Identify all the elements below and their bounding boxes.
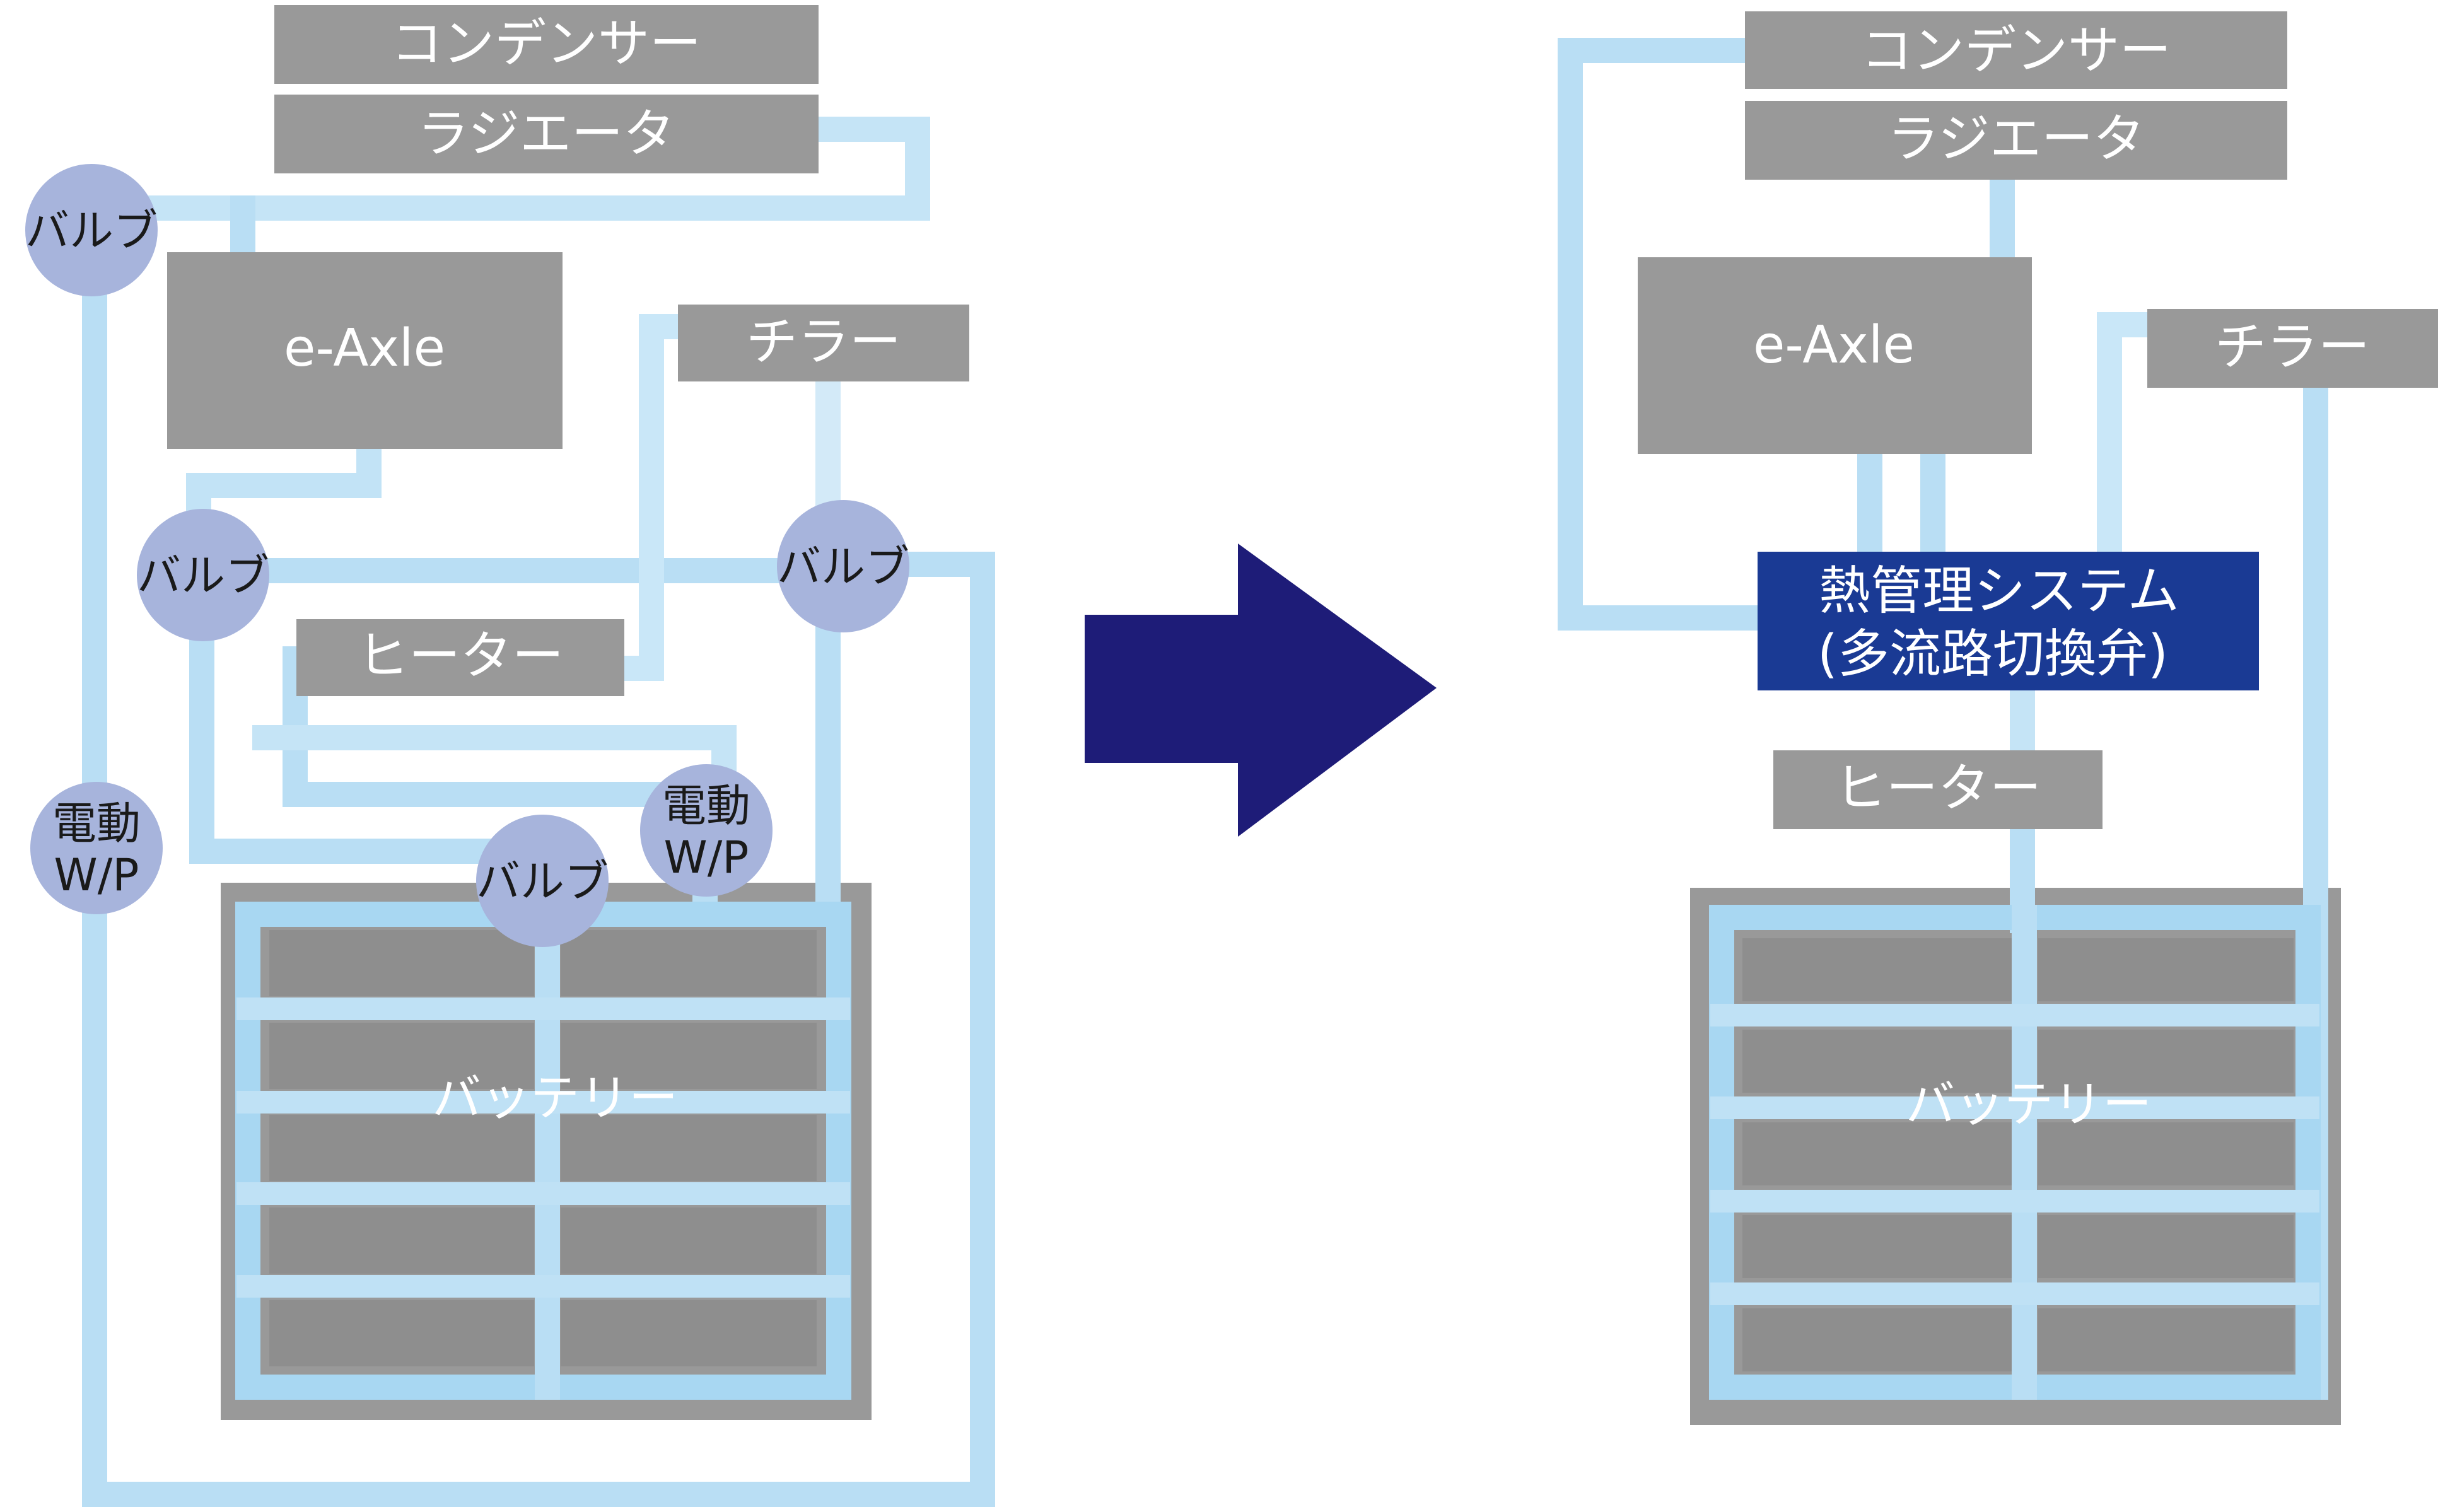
before-e-axle: e-Axle [167,252,563,449]
after-coolant-pipes [1558,38,2328,1400]
after-e-axle: e-Axle [1638,257,2032,454]
valve-label: バルブ [777,541,909,593]
after-radiator: ラジエータ [1745,101,2287,180]
before-battery-cells [269,930,817,1366]
before-heater-label: ヒーター [357,626,564,686]
pump-label-line1: 電動 [52,798,141,849]
after-battery-cells [1742,938,2294,1371]
pump-label-line2: W/P [54,849,139,901]
before-electric-water-pump-right: 電動 W/P [640,764,773,897]
valve-label: バルブ [25,205,158,257]
after-condenser-label: コンデンサー [1861,21,2171,81]
arrow-right-icon [1085,544,1437,837]
pump-label-line1: 電動 [662,780,750,832]
before-valve-right: バルブ [777,500,909,632]
after-condenser: コンデンサー [1745,11,2287,89]
before-radiator-label: ラジエータ [417,104,675,164]
after-chiller-label: チラー [2215,317,2370,377]
valve-label: バルブ [476,856,609,907]
before-radiator: ラジエータ [274,95,819,173]
before-coolant-pipes [82,117,995,1507]
after-e-axle-label: e-Axle [1753,315,1915,375]
after-radiator-label: ラジエータ [1887,109,2145,169]
after-battery-pack [1690,888,2341,1425]
after-diagram: コンデンサー ラジエータ e-Axle チラー 熱管理システム (多流路切換弁)… [1558,11,2438,1425]
before-valve-bottom: バルブ [476,815,609,947]
valve-label: バルブ [137,550,269,602]
before-chiller: チラー [678,305,969,381]
before-chiller-label: チラー [746,312,901,372]
after-battery-label: バッテリー [1906,1076,2152,1133]
after-thermal-management-system: 熱管理システム (多流路切換弁) [1758,552,2259,690]
before-valve-top-left: バルブ [25,164,158,296]
before-condenser-label: コンデンサー [391,14,701,74]
after-heater: ヒーター [1773,750,2103,829]
before-battery-label: バッテリー [432,1070,678,1127]
thermal-system-label-line1: 熱管理システム [1819,561,2179,621]
before-e-axle-label: e-Axle [284,318,445,378]
before-electric-water-pump-left: 電動 W/P [30,782,163,914]
before-diagram: コンデンサー ラジエータ e-Axle チラー ヒーター バッテリー バルブ バ… [25,5,995,1507]
before-heater: ヒーター [296,619,624,696]
thermal-system-label-line2: (多流路切換弁) [1817,624,2168,684]
after-heater-label: ヒーター [1834,759,2041,818]
after-chiller: チラー [2147,309,2438,388]
before-condenser: コンデンサー [274,5,819,84]
pump-label-line2: W/P [663,832,749,883]
before-valve-mid-left: バルブ [137,509,269,641]
